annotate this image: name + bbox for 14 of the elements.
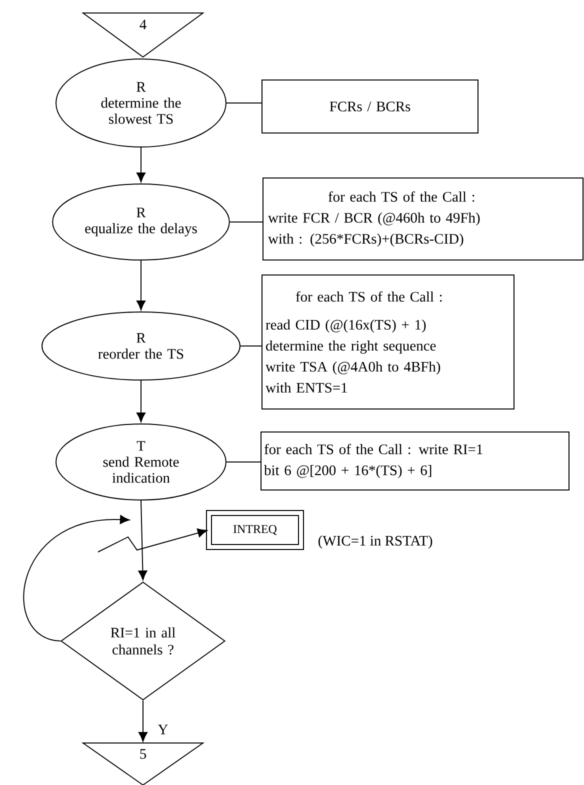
arrow bbox=[136, 380, 146, 422]
beside-label: (WIC=1 in RSTAT) bbox=[318, 535, 432, 549]
note-box: for each TS of the Call : write RI=1 bit 6 @[200 + 16*(TS) + 6] bbox=[260, 432, 570, 490]
note-box: for each TS of the Call : read CID (@(16x(TS) + 1) determine the right sequence write TSA (@4A0h to 4BFh) with ENTS=1 bbox=[262, 274, 514, 410]
note-box: FCRs / BCRs bbox=[262, 80, 478, 134]
arrow bbox=[98, 528, 208, 552]
arrow bbox=[138, 500, 148, 580]
arrow bbox=[23, 515, 130, 642]
interrupt-box: INTREQ bbox=[206, 510, 304, 550]
note-box: for each TS of the Call : write FCR / BCR (@460h to 49Fh) with : (256*FCRs)+(BCRs-CID) bbox=[262, 178, 584, 260]
arrow bbox=[138, 700, 148, 742]
arrow bbox=[136, 260, 146, 310]
arrow bbox=[136, 147, 146, 182]
edge-label: Y bbox=[158, 724, 168, 734]
